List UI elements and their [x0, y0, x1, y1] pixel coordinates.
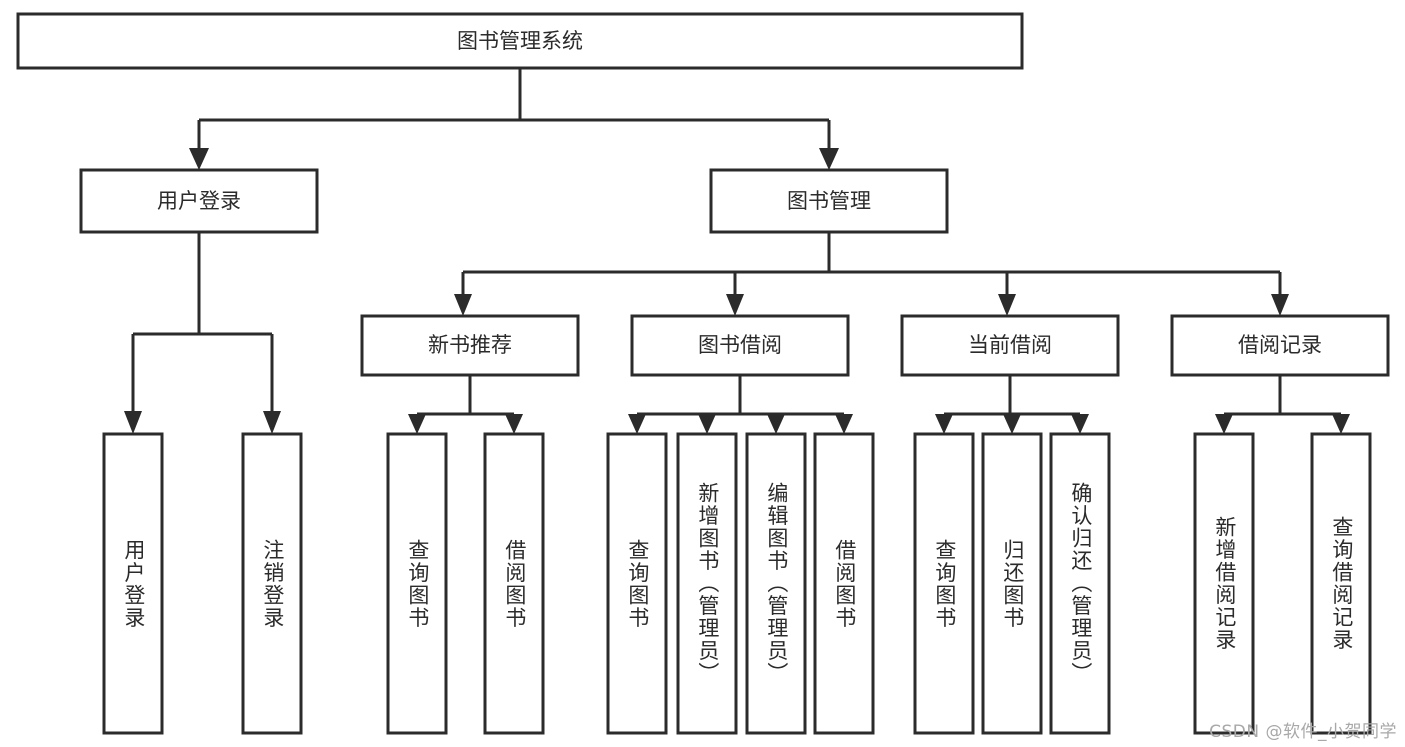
node-borrow-records-label: 借阅记录	[1238, 333, 1322, 357]
node-new-book-recommend[interactable]	[360, 314, 580, 377]
node-leaf-add-book-admin[interactable]	[676, 432, 738, 735]
arrow-head-icon	[1271, 294, 1289, 316]
arrow-head-icon	[189, 148, 209, 170]
connector-group-userlogin-to-leaves	[124, 232, 281, 434]
connector-group-bookmgmt-to-level3	[454, 232, 1289, 316]
watermark-text: CSDN @软件_小贺同学	[1209, 722, 1397, 742]
node-leaf-query-borrow-record[interactable]	[1310, 432, 1372, 735]
arrow-head-icon	[935, 414, 953, 434]
node-book-borrow[interactable]	[630, 314, 850, 377]
node-leaf-edit-book-admin[interactable]	[745, 432, 807, 735]
arrow-head-icon	[263, 411, 281, 434]
arrow-head-icon	[835, 414, 853, 434]
node-current-borrow-label: 当前借阅	[968, 333, 1052, 357]
node-book-management[interactable]	[709, 168, 949, 234]
node-current-borrow[interactable]	[900, 314, 1120, 377]
node-leaf-query-book-borrow[interactable]	[606, 432, 668, 735]
arrow-head-icon	[408, 414, 426, 434]
node-root-book-management-system[interactable]	[16, 12, 1024, 70]
node-leaf-query-book-recommend[interactable]	[386, 432, 448, 735]
arrow-head-icon	[998, 294, 1016, 316]
node-leaf-query-book-current[interactable]	[913, 432, 975, 735]
node-leaf-borrow-book[interactable]	[813, 432, 875, 735]
arrow-head-icon	[819, 148, 839, 170]
node-leaf-user-login[interactable]	[102, 432, 164, 735]
arrow-head-icon	[628, 414, 646, 434]
connector-group-borrow-to-leaves	[628, 375, 853, 434]
connector-group-records-to-leaves	[1215, 375, 1350, 434]
arrow-head-icon	[1003, 414, 1021, 434]
node-root-label: 图书管理系统	[457, 29, 583, 53]
node-leaf-add-borrow-record[interactable]	[1193, 432, 1255, 735]
connector-group-newbook-to-leaves	[408, 375, 523, 434]
node-user-login[interactable]	[79, 168, 319, 234]
node-leaf-borrow-book-recommend[interactable]	[483, 432, 545, 735]
arrow-head-icon	[726, 294, 744, 316]
arrow-head-icon	[767, 414, 785, 434]
node-borrow-records[interactable]	[1170, 314, 1390, 377]
node-leaf-return-book[interactable]	[981, 432, 1043, 735]
arrow-head-icon	[698, 414, 716, 434]
arrow-head-icon	[454, 294, 472, 316]
connector-group-root-to-level2	[189, 68, 839, 170]
node-leaf-confirm-return-admin[interactable]	[1049, 432, 1111, 735]
node-user-login-label: 用户登录	[157, 189, 241, 213]
node-book-borrow-label: 图书借阅	[698, 333, 782, 357]
node-leaf-logout[interactable]	[241, 432, 303, 735]
arrow-head-icon	[505, 414, 523, 434]
arrow-head-icon	[1215, 414, 1233, 434]
node-new-book-recommend-label: 新书推荐	[428, 333, 512, 357]
arrow-head-icon	[1071, 414, 1089, 434]
connector-group-current-to-leaves	[935, 375, 1089, 434]
arrow-head-icon	[124, 411, 142, 434]
node-book-management-label: 图书管理	[787, 189, 871, 213]
arrow-head-icon	[1332, 414, 1350, 434]
